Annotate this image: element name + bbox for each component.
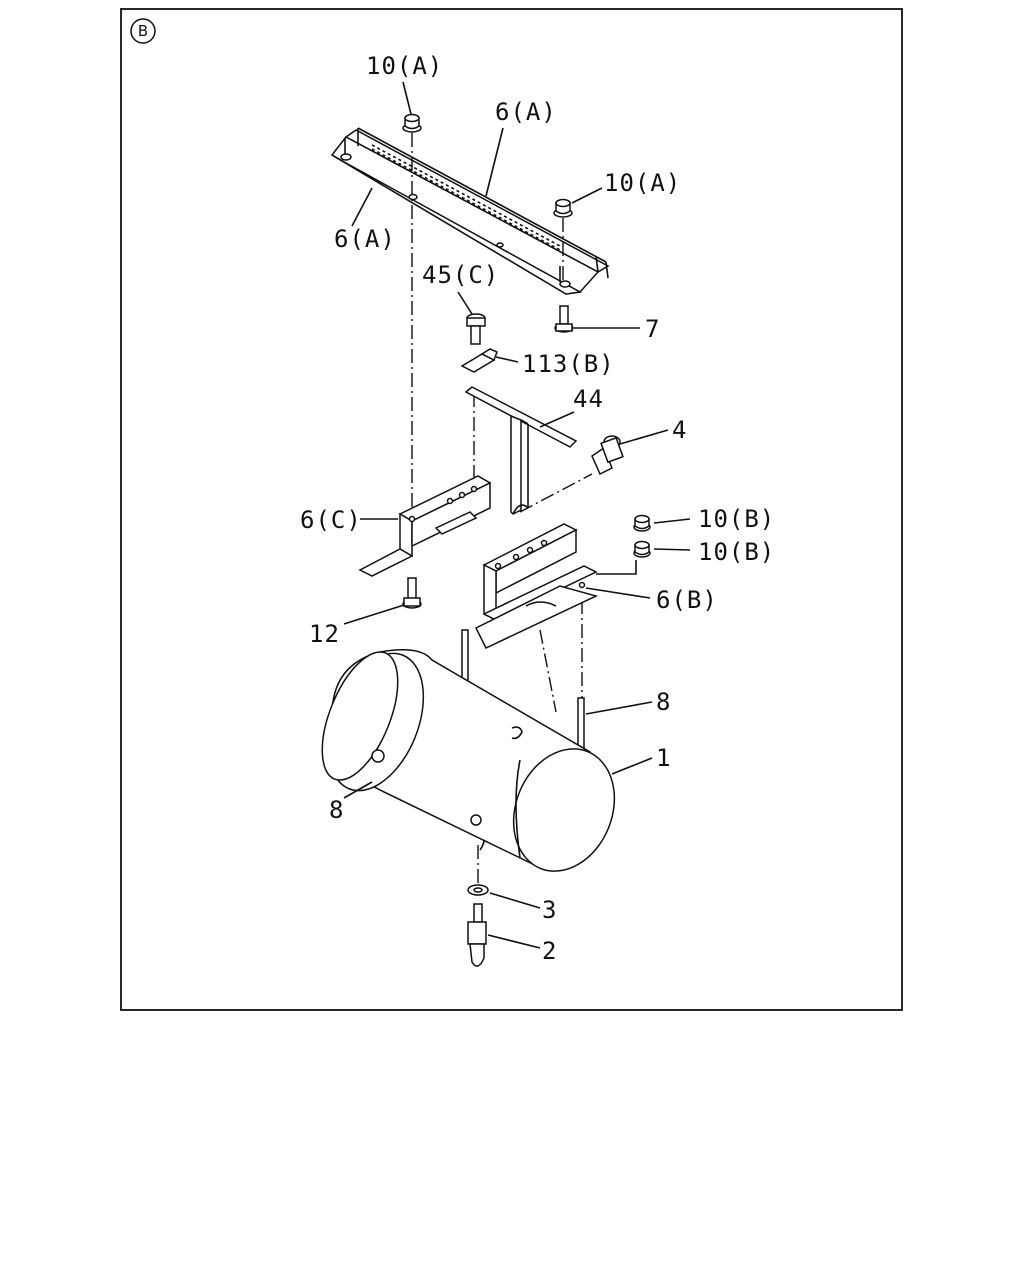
strap-44 xyxy=(464,386,578,515)
nut-10b-leader xyxy=(596,560,637,575)
label-10b-lower: 10(B) xyxy=(698,538,775,566)
bolt-7 xyxy=(554,305,574,333)
bracket-6b xyxy=(474,523,599,649)
leader-lines xyxy=(343,81,691,949)
air-tank xyxy=(321,649,616,872)
view-marker-letter: B xyxy=(138,22,148,40)
bolt-45c xyxy=(466,313,486,345)
flange-nut-top xyxy=(402,113,422,133)
label-7: 7 xyxy=(645,315,660,343)
centerline-elbow xyxy=(519,473,593,513)
label-6b: 6(B) xyxy=(656,586,718,614)
centerline-bracket xyxy=(539,629,557,713)
label-3: 3 xyxy=(542,896,557,924)
label-45c: 45(C) xyxy=(422,261,499,289)
elbow-fitting-4 xyxy=(591,435,624,476)
label-1: 1 xyxy=(656,744,671,772)
label-4: 4 xyxy=(672,416,687,444)
nut-10b-upper xyxy=(633,514,651,532)
view-marker-circle xyxy=(130,18,156,44)
label-12: 12 xyxy=(309,620,340,648)
drain-valve-2 xyxy=(467,903,487,967)
bracket-6c xyxy=(358,475,492,577)
label-8-left: 8 xyxy=(329,796,344,824)
label-10a-top: 10(A) xyxy=(366,52,443,80)
label-44: 44 xyxy=(573,385,604,413)
label-6a-left: 6(A) xyxy=(334,225,396,253)
label-113b: 113(B) xyxy=(522,350,615,378)
nut-10b-lower xyxy=(633,540,651,558)
flange-nut-right xyxy=(553,198,573,218)
washer-3 xyxy=(467,884,489,896)
label-8-right: 8 xyxy=(656,688,671,716)
clip-113b xyxy=(460,348,498,373)
diagram-frame xyxy=(120,8,903,1011)
label-2: 2 xyxy=(542,937,557,965)
view-marker: B xyxy=(130,18,156,44)
label-10a-right: 10(A) xyxy=(604,169,681,197)
label-10b-upper: 10(B) xyxy=(698,505,775,533)
label-6c: 6(C) xyxy=(300,506,362,534)
label-6a-top: 6(A) xyxy=(495,98,557,126)
bolt-12 xyxy=(402,577,422,609)
